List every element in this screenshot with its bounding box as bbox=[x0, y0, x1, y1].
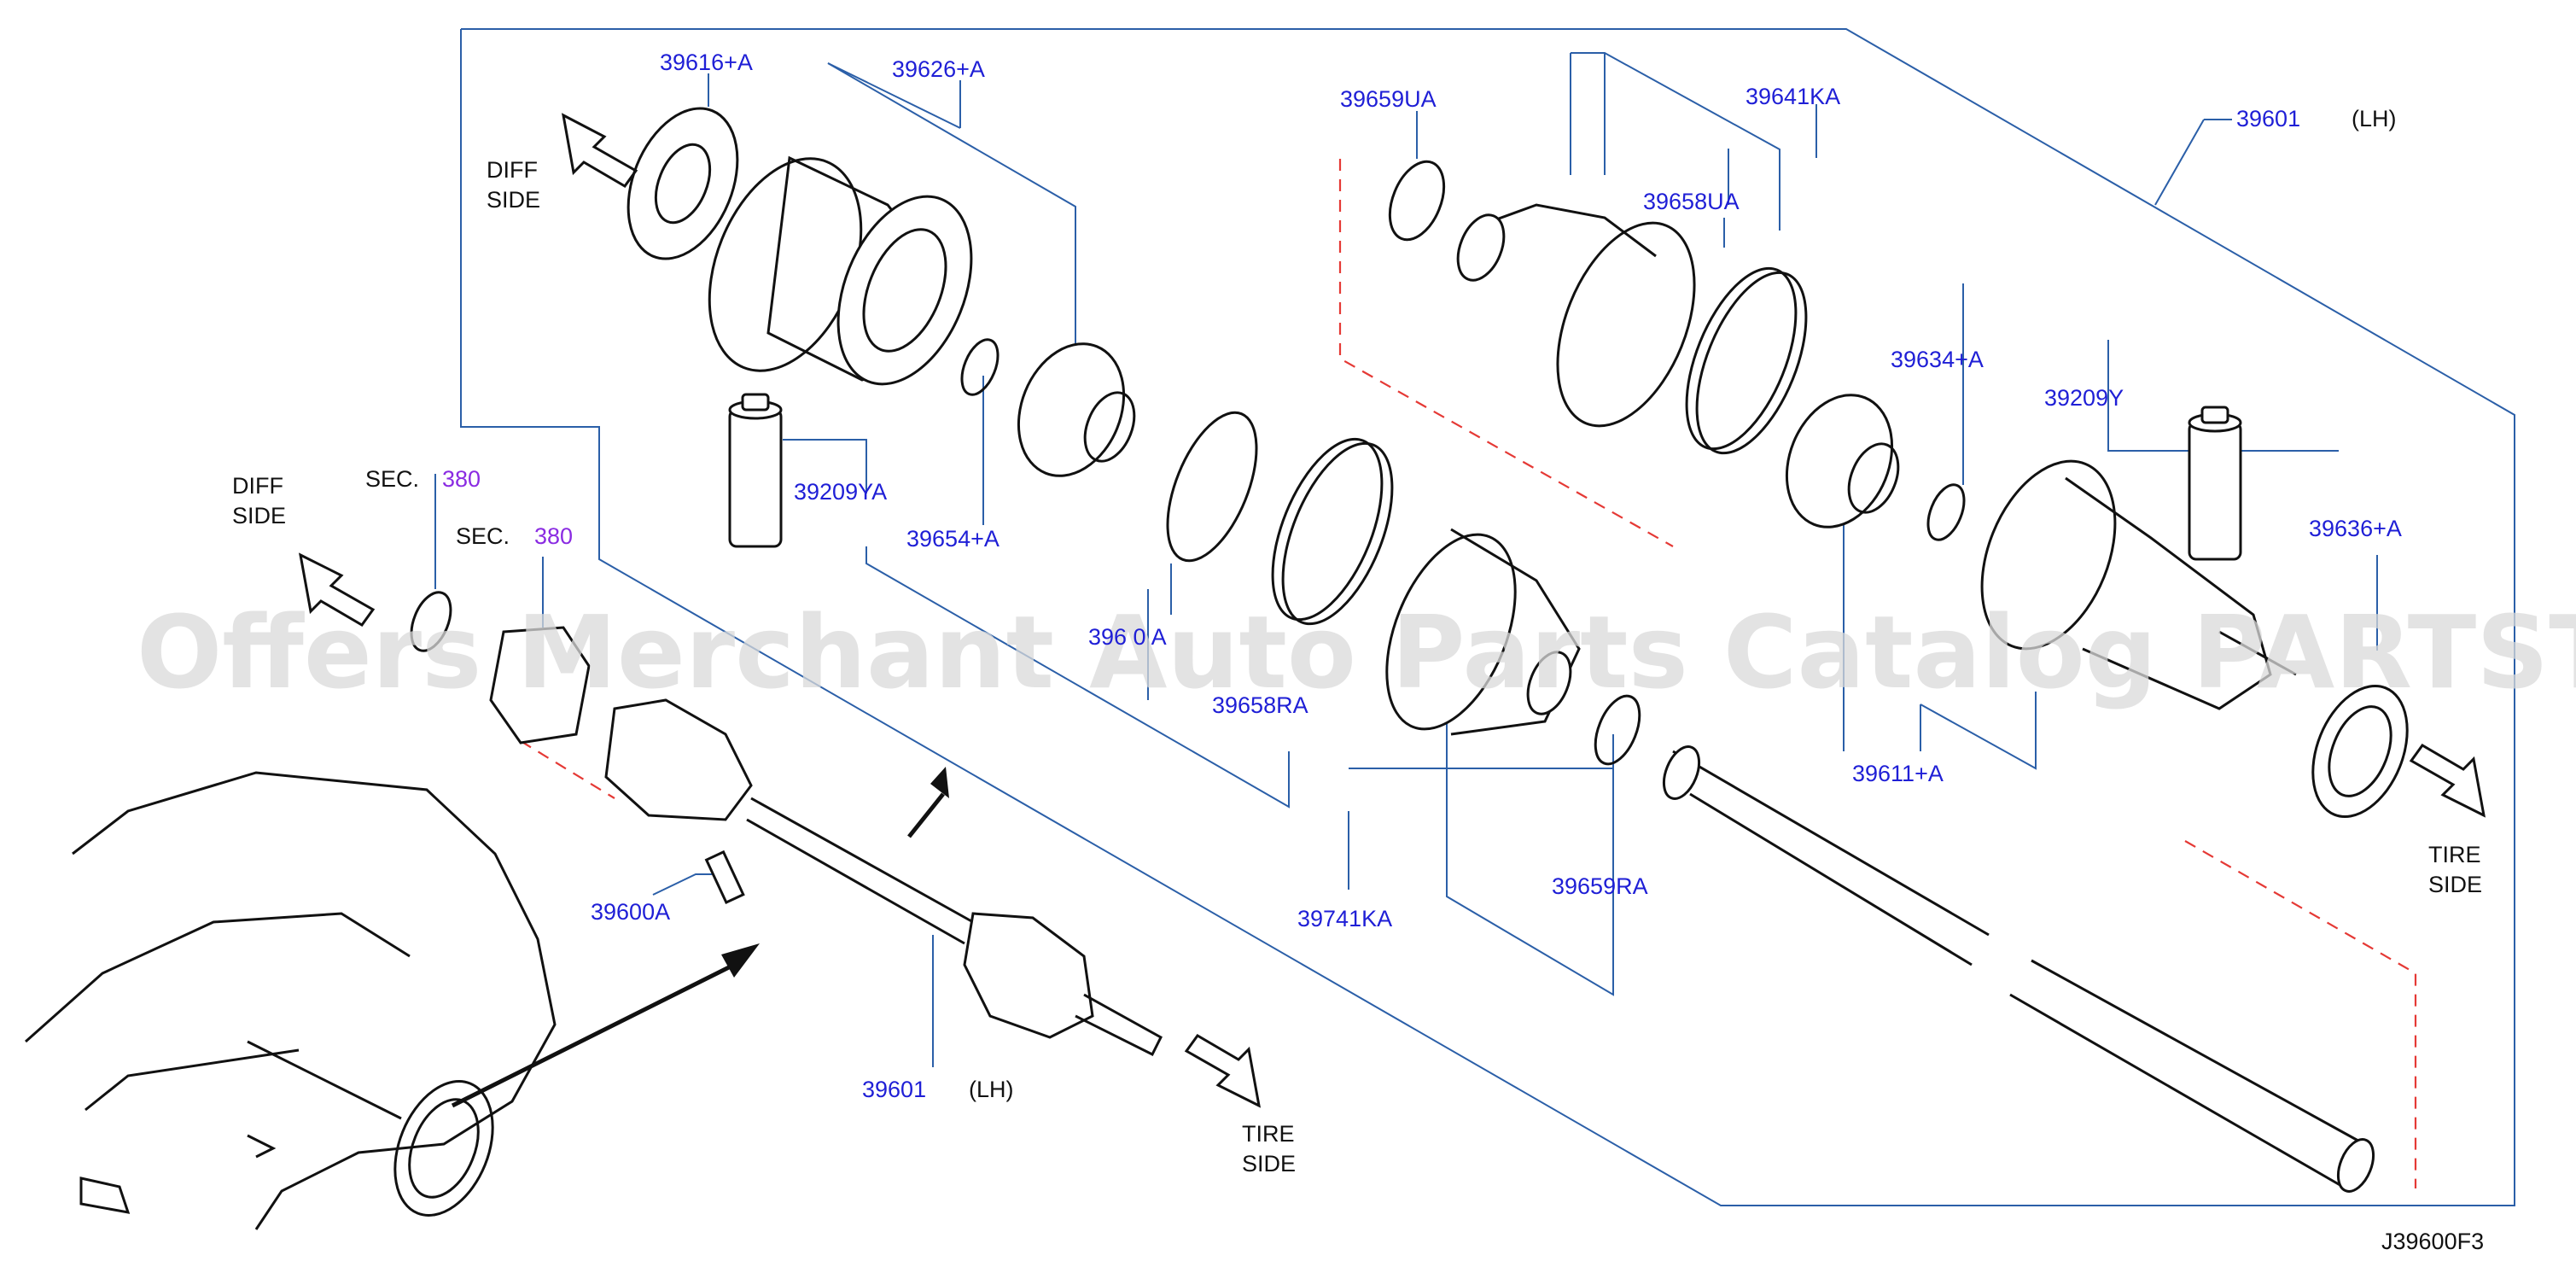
part-39654-clip bbox=[960, 338, 1000, 396]
diff-side-label-left: DIFF SIDE bbox=[232, 473, 286, 528]
part-number-39636[interactable]: 39636+A bbox=[2309, 516, 2402, 541]
section-ref-prefix: SEC. bbox=[365, 466, 419, 492]
assembly-frame bbox=[460, 28, 2515, 1206]
part-number-39611[interactable]: 39611+A bbox=[1852, 761, 1944, 786]
tire-side-label-right: TIRE SIDE bbox=[2428, 842, 2482, 897]
part-39741KA-boot bbox=[1385, 528, 1581, 736]
tire-side-label-bottom: TIRE SIDE bbox=[1242, 1121, 1296, 1176]
part-39634-inner-race bbox=[1785, 394, 1900, 528]
tire-side-label-line1: TIRE bbox=[2428, 842, 2481, 867]
tire-side-label-line2: SIDE bbox=[1242, 1151, 1296, 1176]
part-39658RA-band bbox=[1271, 437, 1394, 626]
diff-side-label-line1: DIFF bbox=[487, 157, 538, 183]
side-indicator-top: (LH) bbox=[2352, 106, 2397, 131]
part-39209Y-grease bbox=[2188, 406, 2242, 561]
part-number-39601-top[interactable]: 39601 bbox=[2236, 106, 2300, 131]
part-number-39658RA[interactable]: 39658RA bbox=[1212, 692, 1308, 718]
tire-side-arrow-bottom bbox=[1184, 1034, 1262, 1108]
part-inner-race bbox=[1017, 342, 1136, 477]
section-ref-number[interactable]: 380 bbox=[442, 466, 481, 492]
part-assembled-axle bbox=[410, 591, 1163, 1057]
diff-side-arrow-top bbox=[561, 113, 638, 188]
section-ref-2[interactable]: SEC. 380 bbox=[456, 523, 573, 549]
diff-side-arrow-left bbox=[298, 552, 376, 627]
part-number-39634[interactable]: 39634+A bbox=[1891, 347, 1984, 372]
diagram-reference-code: J39600F3 bbox=[2381, 1229, 2484, 1254]
side-indicator-bottom: (LH) bbox=[969, 1077, 1014, 1102]
part-39611-outer-joint bbox=[1980, 459, 2297, 710]
part-number-39209YA[interactable]: 39209YA bbox=[794, 479, 887, 505]
diff-side-label-line2: SIDE bbox=[232, 503, 286, 528]
part-number-39641KA[interactable]: 39641KA bbox=[1746, 84, 1840, 109]
part-number-39600-partial[interactable]: 396 0 A bbox=[1088, 624, 1167, 650]
hidden-lines bbox=[520, 159, 2417, 1188]
part-number-callouts: 39616+A 39626+A 39659UA 39641KA 39601 (L… bbox=[591, 50, 2402, 1102]
part-small-circlip bbox=[1926, 483, 1966, 541]
diff-side-label-top: DIFF SIDE bbox=[487, 157, 540, 213]
part-number-39659RA[interactable]: 39659RA bbox=[1552, 873, 1648, 899]
part-39658UA-band bbox=[1685, 266, 1808, 455]
part-39600-circlip bbox=[1166, 411, 1258, 563]
part-39616-seal bbox=[627, 107, 739, 260]
section-ref-prefix: SEC. bbox=[456, 523, 510, 549]
diff-side-label-line1: DIFF bbox=[232, 473, 283, 499]
section-ref-1[interactable]: SEC. 380 bbox=[365, 466, 481, 492]
section-ref-number[interactable]: 380 bbox=[534, 523, 573, 549]
part-number-39616[interactable]: 39616+A bbox=[660, 50, 753, 75]
part-number-39654[interactable]: 39654+A bbox=[906, 526, 1000, 552]
part-39626-housing bbox=[708, 155, 973, 386]
tire-side-label-line2: SIDE bbox=[2428, 872, 2482, 897]
part-number-39659UA[interactable]: 39659UA bbox=[1340, 86, 1437, 112]
watermark: Offers Merchant Auto Parts Catalog PARTS… bbox=[137, 593, 2576, 711]
vehicle-outline bbox=[25, 771, 557, 1230]
part-39641KA-boot bbox=[1456, 203, 1696, 428]
part-39659RA-band bbox=[1594, 694, 1641, 766]
part-number-39209Y[interactable]: 39209Y bbox=[2044, 385, 2124, 411]
part-shaft bbox=[1662, 745, 2375, 1193]
part-number-39741KA[interactable]: 39741KA bbox=[1297, 906, 1392, 931]
tire-side-arrow-right bbox=[2409, 744, 2486, 818]
diff-side-label-line2: SIDE bbox=[487, 187, 540, 213]
part-number-39626[interactable]: 39626+A bbox=[892, 56, 985, 82]
leader-lines bbox=[434, 52, 2378, 1067]
tire-side-label-line1: TIRE bbox=[1242, 1121, 1295, 1147]
part-39659UA-band bbox=[1388, 160, 1446, 242]
part-number-39601-bottom[interactable]: 39601 bbox=[862, 1077, 926, 1102]
arrows bbox=[298, 113, 2486, 1108]
part-number-39658UA[interactable]: 39658UA bbox=[1643, 189, 1740, 214]
part-number-39600A[interactable]: 39600A bbox=[591, 899, 670, 925]
part-39209YA-grease bbox=[728, 393, 783, 548]
part-39636-seal bbox=[2311, 684, 2409, 819]
